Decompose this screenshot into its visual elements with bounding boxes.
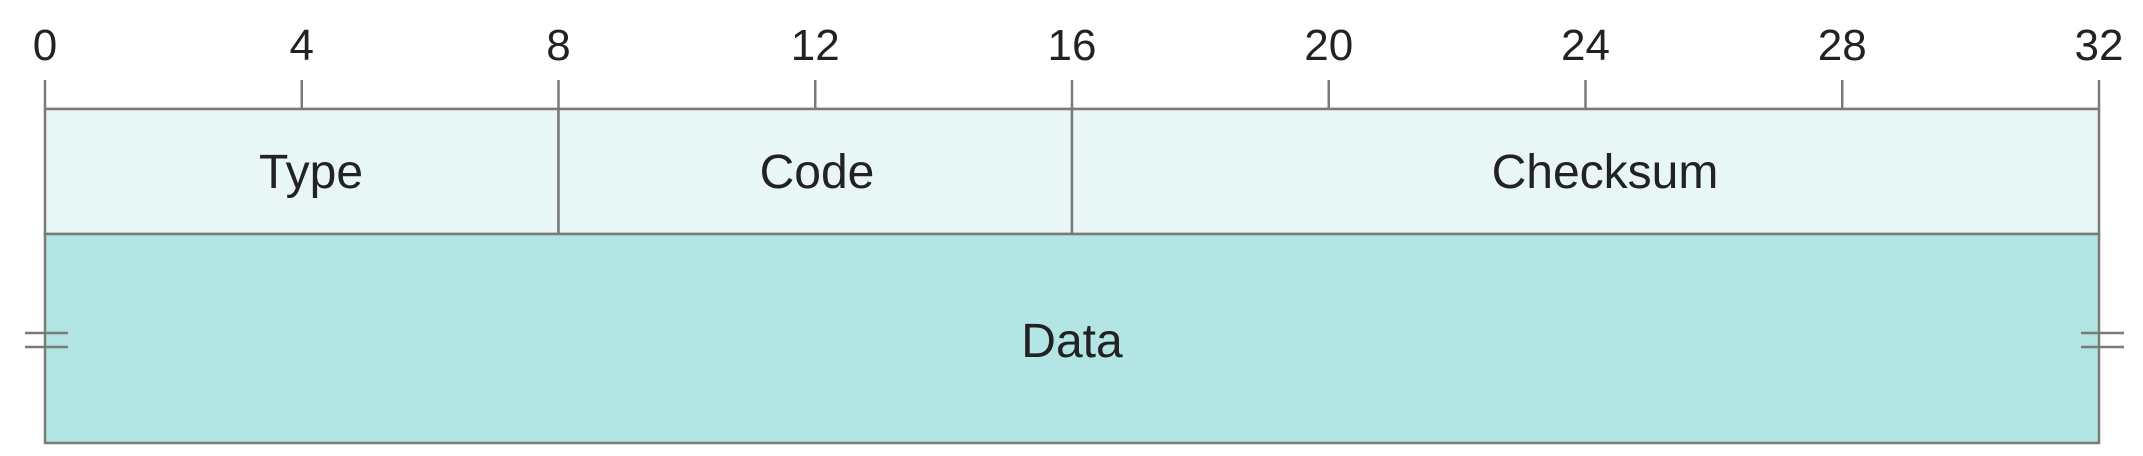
field-code	[557, 107, 1074, 236]
tick-label-0: 0	[33, 21, 57, 70]
ruler-tick-marks	[43, 80, 2101, 109]
tick-label-32: 32	[2075, 21, 2124, 70]
tick-label-16: 16	[1048, 21, 1097, 70]
tick-label-28: 28	[1818, 21, 1867, 70]
field-checksum-label: Checksum	[1492, 146, 1719, 199]
field-data	[43, 232, 2101, 445]
field-data-label: Data	[1021, 315, 1123, 368]
right-break-mark-icon	[2081, 331, 2124, 349]
tick-label-24: 24	[1561, 21, 1610, 70]
header-row: Type Code Checksum	[43, 107, 2101, 236]
tick-label-12: 12	[791, 21, 840, 70]
bit-ruler: 0 4 8 12 16 20 24 28 32	[33, 21, 2124, 111]
tick-label-8: 8	[546, 21, 570, 70]
field-type-label: Type	[259, 146, 363, 199]
field-code-label: Code	[760, 146, 875, 199]
data-row: Data	[25, 232, 2124, 445]
tick-label-4: 4	[290, 21, 314, 70]
tick-label-20: 20	[1304, 21, 1353, 70]
left-break-mark-icon	[25, 331, 68, 349]
